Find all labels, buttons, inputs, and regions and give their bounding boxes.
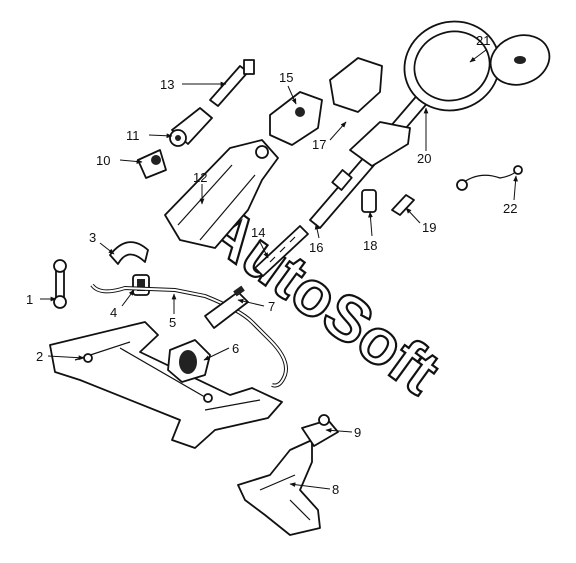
part-lock-housing <box>169 107 213 147</box>
callout-11: 11 <box>126 128 140 143</box>
callout-3: 3 <box>89 230 96 245</box>
part-intermediate-shaft <box>254 225 309 277</box>
callout-6: 6 <box>232 341 239 356</box>
callout-9: 9 <box>354 425 361 440</box>
part-ignition-cylinder <box>137 149 167 179</box>
part-stabilizer-bar <box>90 283 288 388</box>
leader-lines <box>40 49 518 490</box>
part-switch <box>361 189 377 213</box>
callout-15: 15 <box>279 70 293 85</box>
part-engine-mount <box>167 339 211 383</box>
part-bracket-plate <box>391 194 415 216</box>
callout-21: 21 <box>476 33 490 48</box>
callout-4: 4 <box>110 305 117 320</box>
part-column-bracket <box>164 139 279 249</box>
part-control-arm <box>237 439 321 536</box>
part-key <box>209 59 255 107</box>
callout-22: 22 <box>503 201 517 216</box>
part-stabilizer-link <box>53 259 67 309</box>
callout-12: 12 <box>193 170 207 185</box>
callout-10: 10 <box>96 153 110 168</box>
callout-7: 7 <box>268 299 275 314</box>
callout-17: 17 <box>312 137 326 152</box>
part-cable-harness <box>456 165 523 191</box>
part-bushing <box>132 274 150 296</box>
callout-14: 14 <box>251 225 265 240</box>
callout-13: 13 <box>160 77 174 92</box>
callout-labels: 1 2 3 4 5 6 7 8 9 10 11 12 13 14 15 16 1… <box>26 33 517 497</box>
part-column-cover <box>329 57 411 167</box>
callout-20: 20 <box>417 151 431 166</box>
part-lock-assembly <box>269 91 323 146</box>
callout-5: 5 <box>169 315 176 330</box>
callout-16: 16 <box>309 240 323 255</box>
part-steering-wheel <box>403 20 551 112</box>
part-steering-joint <box>204 285 249 329</box>
callout-19: 19 <box>422 220 436 235</box>
part-subframe <box>49 321 283 449</box>
callout-2: 2 <box>36 349 43 364</box>
callout-1: 1 <box>26 292 33 307</box>
part-ball-joint <box>301 414 339 447</box>
callout-18: 18 <box>363 238 377 253</box>
part-clamp <box>109 241 149 265</box>
callout-8: 8 <box>332 482 339 497</box>
